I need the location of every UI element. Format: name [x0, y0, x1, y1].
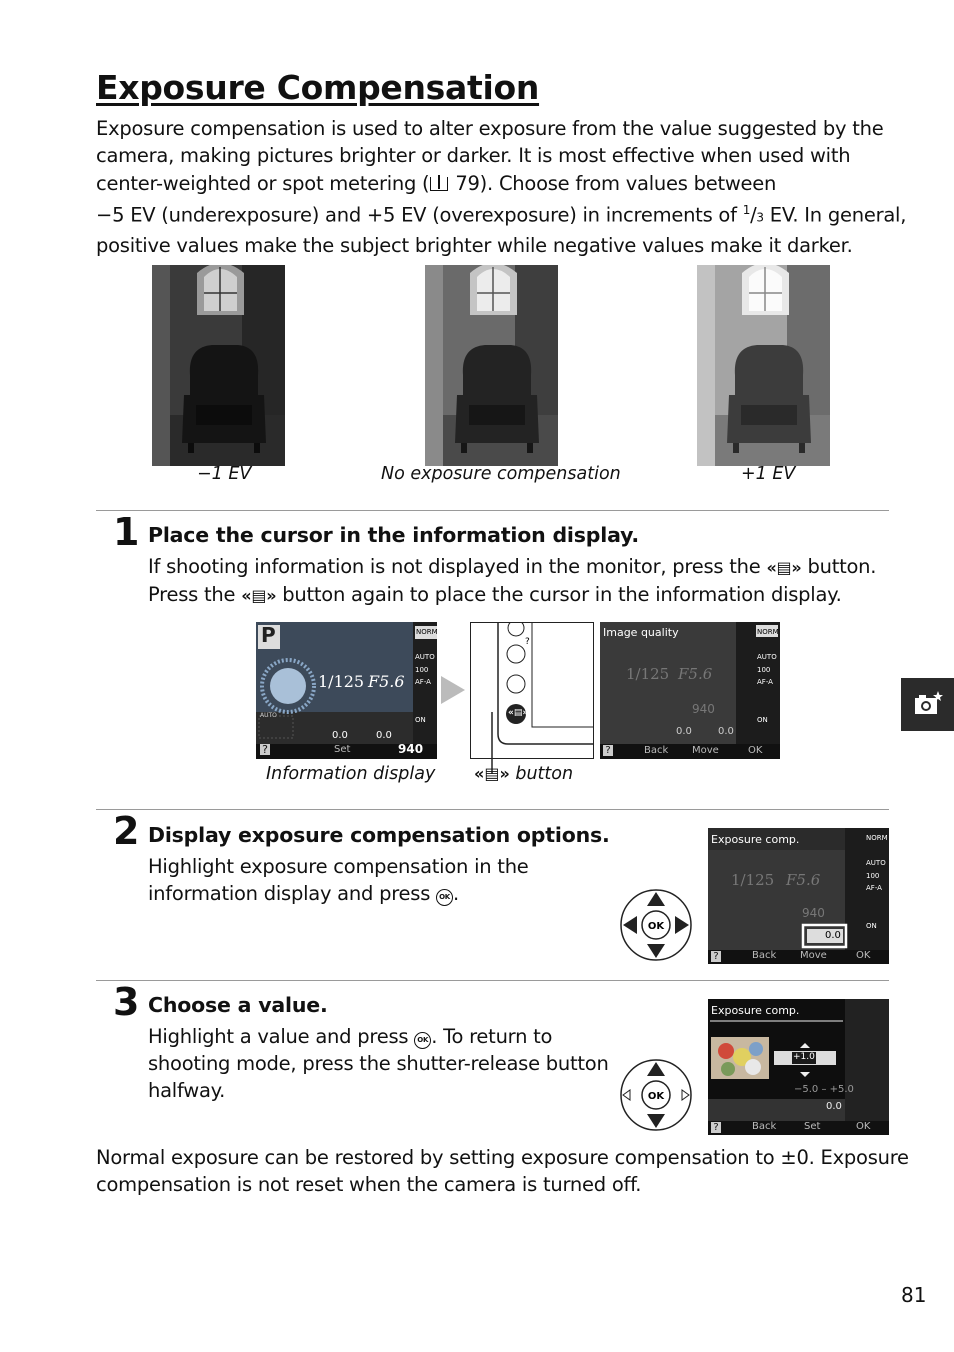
photo-caption: −1 EV	[197, 464, 252, 484]
intro-line: camera, making pictures brighter or dark…	[96, 144, 851, 168]
help-icon: ?	[711, 951, 721, 962]
move-label: Move	[800, 950, 827, 961]
flash-comp-value: 0.0	[332, 730, 348, 741]
exp-comp-value: 0.0	[826, 1101, 842, 1112]
frames-remaining: 940	[692, 702, 715, 716]
exposure-comp-value-screen: Exposure comp. +1.0 −5.0 – +5.0 0.0 ? Ba…	[708, 999, 889, 1135]
photo-caption: +1 EV	[741, 464, 796, 484]
info-button-icon: «▤»	[766, 558, 802, 577]
exp-comp-value: 0.0	[376, 730, 392, 741]
flash-comp-value: 0.0	[676, 726, 692, 737]
section-tab	[901, 678, 954, 731]
exp-comp-selected-value: +1.0	[793, 1052, 815, 1062]
set-label: Set	[334, 744, 351, 755]
intro-line: positive values make the subject brighte…	[96, 233, 853, 257]
step-title: Place the cursor in the information disp…	[148, 523, 639, 547]
shutter-speed: 1/125	[731, 871, 775, 889]
figure-caption: «▤» button	[474, 764, 574, 784]
step-number: 3	[113, 980, 139, 1024]
set-label: Set	[804, 1121, 821, 1132]
step-body: Highlight exposure compensation in the i…	[148, 855, 529, 906]
exp-comp-value: 0.0	[718, 726, 734, 737]
information-display-screen: P 1/125 F5.6 NORM AUTO 100 AF-A ON AUTO …	[256, 622, 437, 759]
multi-selector-icon: OK	[619, 888, 693, 962]
multi-selector-icon: OK	[619, 1058, 693, 1132]
intro-paragraph: Exposure compensation is used to alter e…	[96, 115, 907, 259]
shutter-speed: 1/125	[318, 672, 365, 691]
ok-label: OK	[748, 745, 763, 756]
step-number: 2	[113, 809, 139, 853]
page-title: Exposure Compensation	[96, 68, 540, 107]
exp-comp-value: 0.0	[825, 930, 841, 941]
ok-button-icon: OK	[436, 889, 454, 906]
page-number: 81	[901, 1283, 927, 1307]
intro-line: center-weighted or spot metering ( 79). …	[96, 171, 777, 195]
step-title: Choose a value.	[148, 993, 328, 1017]
back-label: Back	[752, 1121, 777, 1132]
screen-heading: Image quality	[603, 626, 679, 639]
step-title: Display exposure compensation options.	[148, 823, 610, 847]
photo-plus-1ev	[697, 265, 830, 466]
aperture: F5.6	[678, 665, 713, 683]
info-button-icon: «▤»	[474, 764, 510, 783]
aperture: F5.6	[368, 672, 405, 691]
back-label: Back	[644, 745, 669, 756]
auto-label: AUTO	[260, 712, 277, 719]
camera-back-illustration: ? «▤»	[470, 619, 594, 759]
camera-icon	[915, 691, 943, 714]
ok-button-icon: OK	[414, 1032, 432, 1049]
screen-heading: Exposure comp.	[711, 833, 800, 846]
arrow-right-icon	[441, 676, 465, 704]
settings-column: NORM AUTO 100 AF-A ON	[757, 628, 779, 724]
step-body: Highlight a value and press OK. To retur…	[148, 1025, 609, 1102]
move-label: Move	[692, 745, 719, 756]
back-label: Back	[752, 950, 777, 961]
aperture: F5.6	[786, 871, 821, 889]
frames-remaining: 940	[398, 742, 424, 756]
photo-caption: No exposure compensation	[381, 464, 621, 484]
exposure-comp-screen: Exposure comp. 1/125 F5.6 NORM AUTO 100 …	[708, 828, 889, 964]
info-button-icon: «▤»	[508, 708, 529, 718]
mode-indicator: P	[261, 623, 276, 647]
photo-minus-1ev	[152, 265, 285, 466]
svg-text:OK: OK	[648, 921, 666, 932]
intro-line: Exposure compensation is used to alter e…	[96, 117, 884, 140]
image-quality-screen: Image quality 1/125 F5.6 NORM AUTO 100 A…	[600, 622, 780, 759]
section-divider	[96, 980, 889, 981]
book-icon	[430, 174, 449, 191]
section-divider	[96, 809, 889, 810]
step-body: If shooting information is not displayed…	[148, 555, 877, 606]
intro-line: −5 EV (underexposure) and +5 EV (overexp…	[96, 202, 907, 227]
frames-remaining: 940	[802, 906, 825, 920]
step-number: 1	[113, 510, 139, 554]
ok-label: OK	[856, 950, 871, 961]
info-button-icon: «▤»	[241, 586, 277, 605]
section-divider	[96, 510, 889, 511]
help-icon: ?	[260, 744, 270, 755]
svg-text:OK: OK	[648, 1091, 666, 1102]
callout-line	[491, 712, 493, 774]
settings-column: NORM AUTO 100 AF-A ON	[866, 834, 888, 930]
screen-heading: Exposure comp.	[711, 1004, 800, 1017]
closing-paragraph: Normal exposure can be restored by setti…	[96, 1146, 909, 1197]
help-icon: ?	[711, 1122, 721, 1133]
settings-column: NORM AUTO 100 AF-A ON	[415, 626, 437, 724]
figure-caption: Information display	[266, 764, 436, 784]
photo-no-compensation	[425, 265, 558, 466]
ok-label: OK	[856, 1121, 871, 1132]
exp-comp-range: −5.0 – +5.0	[794, 1084, 854, 1095]
svg-text:?: ?	[525, 637, 530, 647]
help-icon: ?	[603, 745, 613, 756]
shutter-speed: 1/125	[626, 665, 670, 683]
